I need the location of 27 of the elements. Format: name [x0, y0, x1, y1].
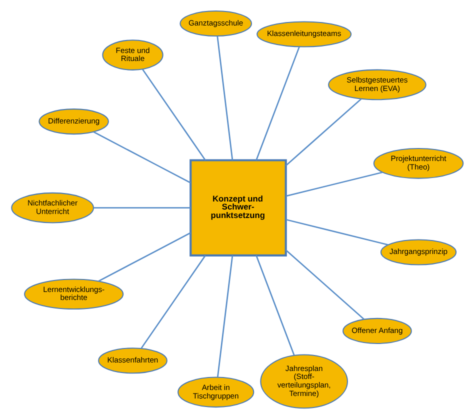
node-ellipse: Offener Anfang — [342, 318, 412, 344]
node-ellipse: Jahrgangsprinzip — [380, 239, 456, 266]
node-ellipse: Lernentwicklungs- berichte — [24, 278, 124, 310]
connector — [216, 255, 233, 378]
connector — [285, 218, 388, 246]
connector — [93, 207, 190, 209]
connector — [255, 255, 294, 356]
node-ellipse: Klassenleitungsteams — [256, 21, 352, 48]
node-box: Konzept und Schwer- punktsetzung — [189, 159, 286, 256]
connector — [98, 232, 190, 282]
node-ellipse: Jahresplan (Stoff- verteilungsplan, Termine) — [260, 354, 348, 409]
connector — [142, 68, 206, 161]
node-ellipse: Ganztagsschule — [179, 10, 252, 37]
connector — [216, 36, 233, 160]
connector — [140, 255, 206, 349]
connector — [255, 46, 300, 160]
connector — [92, 131, 190, 184]
connector — [284, 98, 362, 166]
connector — [284, 250, 364, 320]
node-ellipse: Projektunterricht (Theo) — [372, 148, 464, 179]
node-ellipse: Differenzierung — [38, 108, 108, 135]
node-ellipse: Selbstgesteuertes Lernen (EVA) — [328, 69, 426, 100]
node-ellipse: Arbeit in Tischgruppen — [177, 376, 254, 408]
connector — [285, 172, 382, 197]
node-ellipse: Nichtfachlicher Unterricht — [10, 192, 94, 224]
node-ellipse: Klassenfahrten — [98, 348, 167, 374]
node-ellipse: Feste und Rituale — [102, 40, 163, 70]
